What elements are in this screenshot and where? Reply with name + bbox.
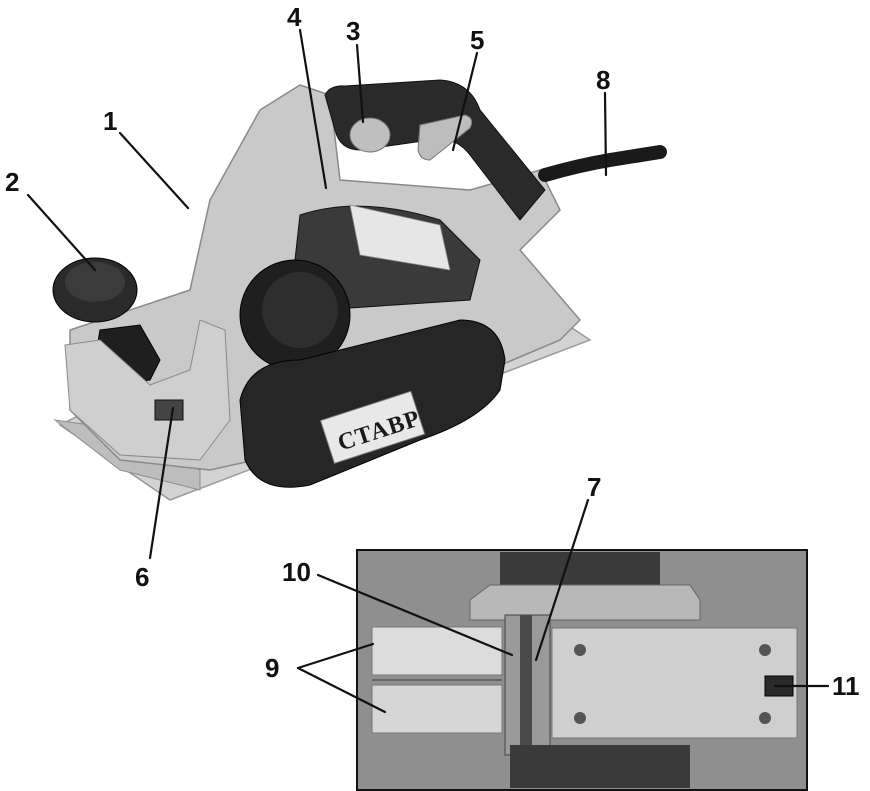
inset-bottom-shadow <box>510 745 690 788</box>
underside-inset <box>356 549 808 791</box>
rear-screw <box>759 712 771 724</box>
callout-10: 10 <box>282 557 311 587</box>
rear-screw <box>574 644 586 656</box>
callout-numbers: 1 2 3 4 5 6 7 8 9 10 11 <box>5 2 860 701</box>
callout-9: 9 <box>265 653 279 683</box>
leader-line-5 <box>451 51 479 152</box>
callout-3: 3 <box>346 16 360 46</box>
front-housing <box>64 319 231 461</box>
blade-edge <box>520 615 532 755</box>
leader-line-2 <box>26 193 97 272</box>
leader-line-10 <box>316 573 514 657</box>
leader-line-1 <box>118 131 190 210</box>
rear-screw <box>759 644 771 656</box>
leader-line-8 <box>603 91 608 177</box>
leader-line-9a <box>296 642 375 670</box>
leader-lines <box>26 28 830 714</box>
rating-label <box>349 204 451 271</box>
rear-shoe-plate <box>551 627 798 739</box>
side-knob-cap <box>262 272 338 348</box>
callout-2: 2 <box>5 167 19 197</box>
lock-button <box>349 117 391 153</box>
callout-4: 4 <box>287 2 302 32</box>
callout-5: 5 <box>470 25 484 55</box>
callout-8: 8 <box>596 65 610 95</box>
planer-main-view: СТАВР <box>52 79 667 501</box>
leader-line-7 <box>534 498 590 662</box>
inset-cast-frame <box>469 584 701 621</box>
brand-plate <box>319 390 426 465</box>
front-shoe-upper <box>371 626 503 676</box>
leader-line-3 <box>355 43 365 124</box>
leader-line-9b <box>296 666 387 714</box>
callout-1: 1 <box>103 106 117 136</box>
leader-line-6 <box>148 406 175 560</box>
callout-6: 6 <box>135 562 149 592</box>
rear-screw <box>574 712 586 724</box>
leader-line-4 <box>298 28 328 190</box>
front-shoe-lower <box>371 684 503 734</box>
callout-7: 7 <box>587 472 601 502</box>
callout-11: 11 <box>832 671 860 701</box>
power-cord <box>538 145 667 182</box>
rear-handle-grip <box>324 79 546 221</box>
depth-knob-cap <box>65 262 125 302</box>
chip-ejection-selector <box>154 399 184 421</box>
